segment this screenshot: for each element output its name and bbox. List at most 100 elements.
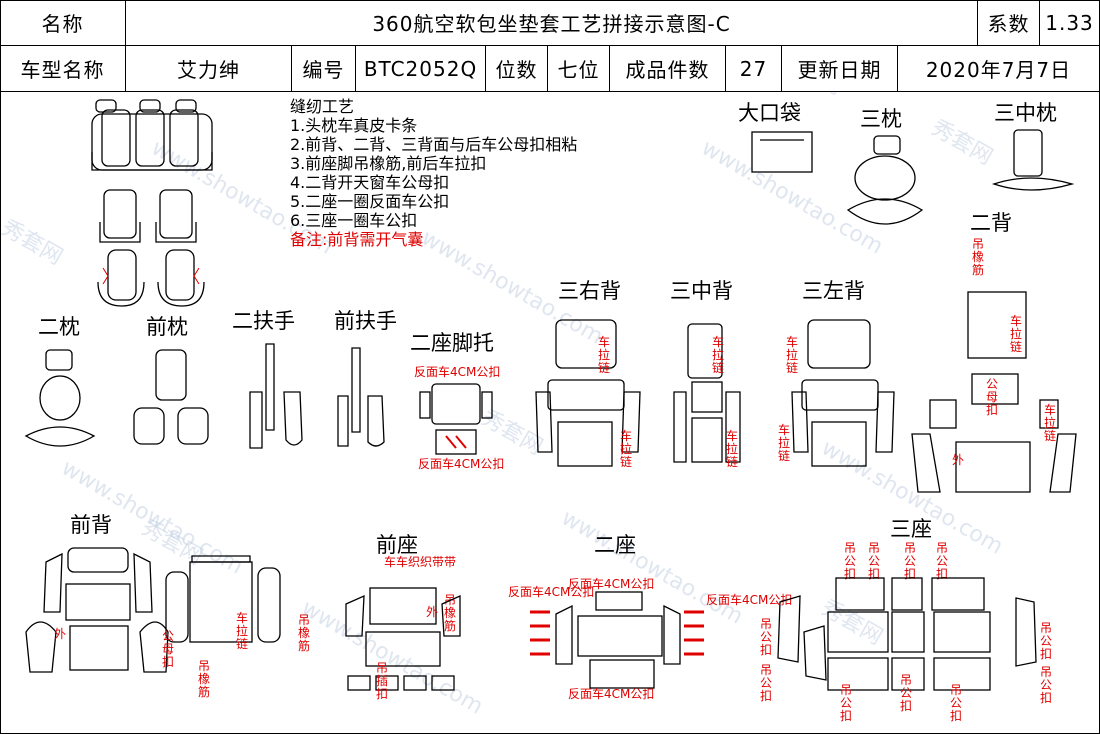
note-reverse-4cm: 反面车4CM公扣 [706, 592, 792, 607]
label-second-armrest: 二扶手 [232, 309, 295, 333]
note-hang-insert: 吊插扣 [376, 661, 388, 701]
note-zipper: 车拉链 [778, 422, 790, 463]
note-male-female: 公母扣 [986, 377, 998, 417]
note-hang-elastic: 吊橡筋 [972, 237, 984, 277]
note-hang-male: 吊公扣 [950, 683, 962, 723]
note-reverse-4cm: 反面车4CM公扣 [568, 576, 654, 591]
model-label: 车型名称 [0, 46, 126, 92]
coef-label: 系数 [978, 0, 1040, 46]
seat-overview-drawing [91, 99, 213, 307]
piece-front-seat [345, 587, 461, 691]
count-value: 27 [726, 46, 782, 92]
label-third-mid-back: 三中背 [670, 279, 733, 303]
note-reverse-4cm: 反面车4CM公扣 [508, 584, 594, 599]
note-zipper: 车拉链 [726, 428, 738, 469]
process-notes: 缝纫工艺 1.头枕车真皮卡条 2.前背、二背、三背面与后车公母扣相粘 3.前座脚… [290, 97, 577, 249]
diagram-title: 360航空软包坐垫套工艺拼接示意图-C [126, 0, 978, 46]
piece-second-back-top [967, 291, 1027, 359]
piece-third-seat [777, 577, 1037, 691]
note-hang-male: 吊公扣 [760, 617, 772, 657]
note-male-female: 公母扣 [162, 629, 174, 669]
note-hang-elastic: 吊橡筋 [298, 613, 310, 653]
process-step: 4.二背开天窗车公母扣 [290, 173, 449, 192]
note-hang-male: 吊公扣 [868, 541, 880, 581]
watermark-brand: 秀套网 [0, 216, 67, 271]
label-third-seat: 三座 [890, 517, 932, 541]
piece-front-armrest [337, 347, 385, 447]
coef-value: 1.33 [1040, 0, 1100, 46]
watermark-layer: www.showtao.com www.showtao.com www.show… [0, 92, 1007, 720]
date-value: 2020年7月7日 [898, 46, 1100, 92]
label-second-footrest: 二座脚托 [410, 331, 494, 355]
piece-front-pillow [133, 349, 209, 445]
process-step: 6.三座一圈车公扣 [290, 211, 417, 230]
model-value: 艾力绅 [126, 46, 292, 92]
count-label: 成品件数 [610, 46, 726, 92]
note-hang-elastic: 吊橡筋 [198, 659, 210, 699]
date-label: 更新日期 [782, 46, 898, 92]
note-hang-male: 吊公扣 [840, 683, 852, 723]
label-front-armrest: 前扶手 [334, 309, 397, 333]
piece-third-right-back [535, 319, 641, 467]
note-reverse-4cm: 反面车4CM公扣 [568, 686, 654, 701]
label-third-left-back: 三左背 [802, 279, 865, 303]
piece-third-mid-pillow [991, 129, 1075, 191]
pattern-canvas: www.showtao.com www.showtao.com www.show… [0, 92, 1077, 723]
note-hang-male: 吊公扣 [904, 541, 916, 581]
label-second-pillow: 二枕 [38, 315, 80, 339]
label-front-seat: 前座 [376, 533, 418, 557]
label-second-seat: 二座 [594, 533, 636, 557]
process-step: 2.前背、二背、三背面与后车公母扣相粘 [290, 135, 577, 154]
piece-second-pillow [24, 349, 96, 447]
name-label: 名称 [0, 0, 126, 46]
piece-second-back-parts [911, 373, 1077, 493]
watermark-brand: 秀套网 [777, 92, 847, 100]
code-value: BTC2052Q [356, 46, 486, 92]
process-step: 5.二座一圈反面车公扣 [290, 192, 449, 211]
process-title: 缝纫工艺 [290, 97, 354, 116]
process-step: 3.前座脚吊橡筋,前后车拉扣 [290, 154, 486, 173]
label-front-back: 前背 [70, 513, 112, 537]
note-zipper: 车拉链 [598, 334, 610, 375]
seats-value: 七位 [548, 46, 610, 92]
label-front-pillow: 前枕 [146, 315, 188, 339]
label-big-pocket: 大口袋 [738, 101, 801, 125]
process-step: 1.头枕车真皮卡条 [290, 116, 417, 135]
note-hang-male: 吊公扣 [844, 541, 856, 581]
piece-front-back [25, 547, 169, 673]
label-second-back: 二背 [970, 211, 1012, 235]
note-hang-male: 吊公扣 [1040, 665, 1052, 705]
note-outer: 外 [426, 605, 438, 619]
process-note: 备注:前背需开气囊 [290, 230, 423, 249]
piece-third-left-back [791, 319, 895, 467]
seats-label: 位数 [486, 46, 548, 92]
note-zipper: 车拉链 [1010, 313, 1022, 354]
note-zipper: 车拉链 [712, 334, 724, 375]
note-zipper: 车拉链 [1044, 402, 1056, 443]
note-reverse-4cm: 反面车4CM公扣 [414, 364, 500, 379]
piece-second-footrest [419, 383, 493, 455]
piece-second-seat [530, 591, 704, 689]
code-label: 编号 [292, 46, 356, 92]
note-woven-belt: 车车织织带带 [384, 554, 456, 569]
watermark-site: www.showtao.com [297, 596, 487, 720]
piece-big-pocket [751, 131, 813, 173]
note-zipper: 车拉链 [620, 428, 632, 469]
note-zipper: 车拉链 [236, 610, 248, 651]
piece-front-back-right [165, 555, 281, 643]
label-third-right-back: 三右背 [558, 279, 621, 303]
watermark-site: www.showtao.com [557, 506, 747, 630]
piece-third-mid-back [673, 323, 741, 463]
label-third-mid-pillow: 三中枕 [994, 101, 1057, 125]
watermark-brand: 秀套网 [927, 116, 997, 171]
watermark-site: www.showtao.com [697, 136, 887, 260]
header-table: 名称 360航空软包坐垫套工艺拼接示意图-C 系数 1.33 车型名称 艾力绅 … [0, 0, 1100, 92]
label-third-pillow: 三枕 [860, 107, 902, 131]
piece-second-armrest [249, 343, 303, 449]
note-zipper: 车拉链 [786, 334, 798, 375]
note-hang-male: 吊公扣 [900, 673, 912, 713]
note-outer: 外 [952, 453, 964, 467]
note-hang-male: 吊公扣 [760, 663, 772, 703]
note-outer: 外 [54, 627, 66, 641]
note-reverse-4cm: 反面车4CM公扣 [418, 456, 504, 471]
